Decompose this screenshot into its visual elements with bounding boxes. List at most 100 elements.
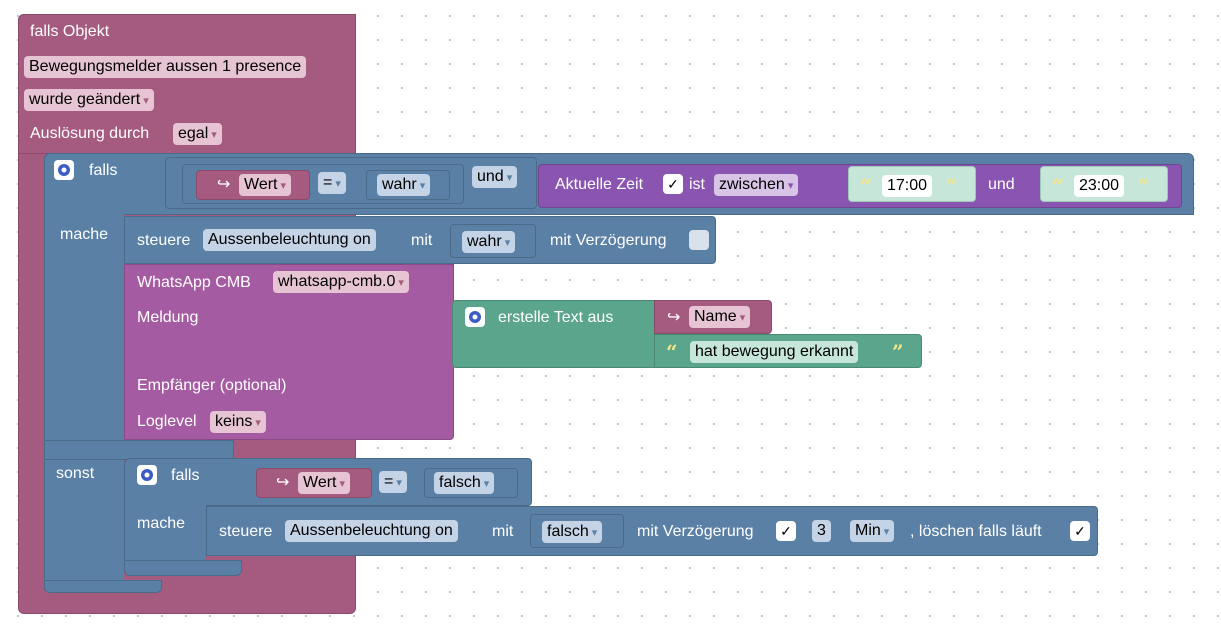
if-else-bottom — [44, 580, 162, 593]
dropdown-arrow-icon: ▾ — [419, 180, 426, 192]
quote-open-icon: “ — [860, 174, 872, 198]
whatsapp-message-label: Meldung — [137, 309, 199, 326]
whatsapp-recipient-label: Empfänger (optional) — [137, 377, 287, 394]
time-to-field[interactable]: 23:00 — [1074, 175, 1125, 197]
bool-dropdown[interactable]: wahr▾ — [377, 174, 431, 196]
ack-label: Auslösung durch — [30, 125, 150, 142]
delay-value-field[interactable]: 3 — [812, 520, 831, 542]
name-text: Name — [694, 308, 737, 325]
and-dropdown[interactable]: und▾ — [472, 166, 518, 188]
inner-control-object-field[interactable]: Aussenbeleuchtung on — [285, 520, 458, 542]
checkbox-icon[interactable]: ✓ — [776, 521, 796, 541]
time-label: Aktuelle Zeit — [555, 176, 644, 193]
checkbox-icon[interactable]: ✓ — [663, 174, 683, 194]
whatsapp-title: WhatsApp CMB — [137, 274, 251, 291]
inner-control-label: steuere — [219, 523, 273, 540]
time-mode-dropdown[interactable]: zwischen▾ — [714, 174, 799, 196]
control-value-dropdown[interactable]: wahr▾ — [462, 231, 516, 253]
control-object-field[interactable]: Aussenbeleuchtung on — [203, 229, 376, 251]
control-value-text: wahr — [467, 233, 502, 250]
quote-close-icon: ” — [1138, 174, 1150, 198]
if-falls-label: falls — [89, 162, 118, 179]
quote-close-icon: ” — [892, 340, 904, 364]
if-mache-label: mache — [60, 226, 109, 243]
text-join-block[interactable] — [452, 300, 656, 368]
quote-open-icon: “ — [666, 340, 678, 364]
inner-bool-text: falsch — [439, 474, 481, 491]
dropdown-arrow-icon: ▾ — [506, 172, 513, 184]
trigger-text: wurde geändert — [29, 91, 141, 108]
value-arrow-icon: ↪ — [276, 474, 290, 491]
if-else-spine — [44, 153, 124, 593]
loglevel-dropdown[interactable]: keins▾ — [210, 411, 266, 433]
time-mode-text: zwischen — [719, 176, 785, 193]
ack-dropdown[interactable]: egal▾ — [173, 123, 222, 145]
name-dropdown[interactable]: Name▾ — [689, 306, 751, 328]
value-arrow-icon: ↪ — [217, 176, 231, 193]
dropdown-arrow-icon: ▾ — [504, 237, 511, 249]
whatsapp-block[interactable] — [124, 264, 454, 440]
dropdown-arrow-icon: ▾ — [739, 312, 746, 324]
ack-value: egal — [178, 125, 209, 142]
dropdown-arrow-icon: ▾ — [396, 477, 402, 489]
if-else-middle — [44, 440, 234, 460]
control-object-text: Aussenbeleuchtung on — [208, 231, 371, 248]
dropdown-arrow-icon: ▾ — [787, 180, 794, 192]
time-to-text: 23:00 — [1079, 177, 1120, 194]
whatsapp-instance-dropdown[interactable]: whatsapp-cmb.0▾ — [273, 271, 409, 293]
dropdown-arrow-icon: ▾ — [591, 527, 598, 539]
inner-value-dropdown[interactable]: Wert▾ — [298, 472, 351, 494]
inner-operator-text: = — [384, 473, 394, 490]
dropdown-arrow-icon: ▾ — [883, 526, 890, 538]
dropdown-arrow-icon: ▾ — [143, 95, 149, 107]
checkbox-icon[interactable]: ✓ — [1070, 521, 1090, 541]
dropdown-arrow-icon: ▾ — [280, 180, 287, 192]
quote-close-icon: ” — [946, 174, 958, 198]
inner-control-delay-label: mit Verzögerung — [637, 523, 754, 540]
quote-open-icon: “ — [1052, 174, 1064, 198]
checkbox-icon[interactable] — [689, 230, 709, 250]
text-value-text: hat bewegung erkannt — [695, 343, 854, 360]
whatsapp-instance-text: whatsapp-cmb.0 — [278, 273, 396, 290]
operator-dropdown[interactable]: =▾ — [318, 172, 346, 194]
time-ist-label: ist — [689, 176, 705, 193]
delay-unit-text: Min — [855, 522, 881, 539]
time-from-text: 17:00 — [887, 177, 928, 194]
event-title: falls Objekt — [30, 23, 110, 40]
gear-icon[interactable] — [465, 307, 485, 327]
gear-icon[interactable] — [54, 160, 74, 180]
value-dropdown[interactable]: Wert▾ — [239, 174, 292, 196]
whatsapp-loglevel-label: Loglevel — [137, 413, 197, 430]
time-from-field[interactable]: 17:00 — [882, 175, 933, 197]
inner-bool-dropdown[interactable]: falsch▾ — [434, 472, 495, 494]
time-and-label: und — [988, 176, 1015, 193]
inner-control-object-text: Aussenbeleuchtung on — [290, 522, 453, 539]
gear-icon[interactable] — [137, 465, 157, 485]
dropdown-arrow-icon: ▾ — [255, 417, 261, 429]
and-text: und — [477, 168, 504, 185]
clear-running-label: , löschen falls läuft — [910, 523, 1042, 540]
dropdown-arrow-icon: ▾ — [339, 478, 346, 490]
dropdown-arrow-icon: ▾ — [483, 478, 490, 490]
bool-text: wahr — [382, 176, 417, 193]
delay-value-text: 3 — [817, 522, 826, 539]
if-sonst-label: sonst — [56, 465, 95, 482]
inner-control-value-dropdown[interactable]: falsch▾ — [542, 521, 603, 543]
inner-operator-dropdown[interactable]: =▾ — [379, 471, 407, 493]
object-id-field[interactable]: Bewegungsmelder aussen 1 presence — [24, 56, 307, 78]
inner-falls-label: falls — [171, 467, 200, 484]
dropdown-arrow-icon: ▾ — [211, 129, 217, 141]
delay-unit-dropdown[interactable]: Min▾ — [850, 520, 895, 542]
control-label: steuere — [137, 232, 191, 249]
control-mit-label: mit — [411, 232, 433, 249]
trigger-dropdown[interactable]: wurde geändert▾ — [24, 89, 154, 111]
inner-if-bottom — [124, 560, 242, 576]
text-join-label: erstelle Text aus — [498, 309, 614, 326]
control-delay-label: mit Verzögerung — [550, 232, 667, 249]
loglevel-text: keins — [215, 413, 253, 430]
inner-value-text: Wert — [303, 474, 337, 491]
dropdown-arrow-icon: ▾ — [398, 277, 404, 289]
value-text: Wert — [244, 176, 278, 193]
text-value-field[interactable]: hat bewegung erkannt — [690, 341, 859, 363]
inner-control-mit-label: mit — [492, 523, 514, 540]
